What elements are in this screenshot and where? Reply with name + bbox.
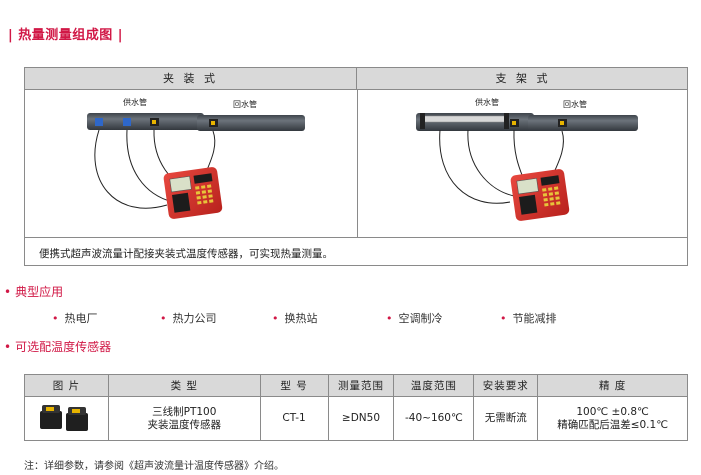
- footnote: 注：详细参数，请参阅《超声波流量计温度传感器》介绍。: [24, 461, 284, 472]
- column-header: 测量范围: [327, 374, 395, 397]
- bullet-dot-icon: •: [160, 312, 167, 325]
- diagram-header: 夹 装 式 支 架 式: [25, 68, 687, 90]
- sensor-photo: [40, 404, 89, 431]
- sensors-heading: •可选配温度传感器: [4, 340, 112, 354]
- sensor-range-cell: ≥DN50: [327, 396, 395, 441]
- diagram-caption: 便携式超声波流量计配接夹装式温度传感器，可实现热量测量。: [39, 248, 333, 260]
- bullet-dot-icon: •: [500, 312, 507, 325]
- clamp-illustration: [87, 113, 305, 219]
- sensor-temp-cell: -40~160℃: [393, 396, 475, 441]
- diagram-panel: 夹 装 式 支 架 式: [24, 67, 688, 266]
- column-header: 类 型: [107, 374, 261, 397]
- sensor-image-cell: [24, 396, 109, 441]
- blue-sensor: [123, 118, 131, 126]
- bullet-dot-icon: •: [52, 312, 59, 325]
- blue-sensor: [95, 118, 103, 126]
- column-header: 图 片: [24, 374, 109, 397]
- return-pipe-label: 回水管: [233, 100, 257, 109]
- bracket-illustration: [416, 113, 638, 221]
- sensor-table: 图 片 类 型 型 号 测量范围 温度范围 安装要求 精 度: [24, 374, 688, 441]
- bullet-dot-icon: •: [4, 285, 12, 299]
- bullet-dot-icon: •: [4, 340, 12, 354]
- application-item: •热电厂: [52, 312, 98, 325]
- application-item: •热力公司: [160, 312, 217, 325]
- table-header-row: 图 片 类 型 型 号 测量范围 温度范围 安装要求 精 度: [24, 374, 688, 397]
- table-row: 三线制PT100 夹装温度传感器 CT-1 ≥DN50 -40~160℃ 无需断…: [24, 396, 688, 441]
- sensor-accuracy-cell: 100℃ ±0.8℃ 精确匹配后温差≤0.1℃: [537, 396, 688, 441]
- portable-flowmeter: [510, 169, 570, 221]
- diagram-body: 供水管 回水管: [25, 90, 687, 238]
- supply-pipe-label: 供水管: [475, 98, 499, 107]
- column-header: 温度范围: [393, 374, 475, 397]
- sensor-model-cell: CT-1: [259, 396, 329, 441]
- sensor-install-cell: 无需断流: [473, 396, 539, 441]
- application-item: •换热站: [272, 312, 318, 325]
- bullet-dot-icon: •: [272, 312, 279, 325]
- column-header: 安装要求: [473, 374, 539, 397]
- bracket-rail: [421, 115, 507, 123]
- application-item: •节能减排: [500, 312, 557, 325]
- application-item: •空调制冷: [386, 312, 443, 325]
- column-header: 精 度: [537, 374, 688, 397]
- diagram-divider: [357, 90, 358, 238]
- section-title: | 热量测量组成图 |: [8, 28, 124, 43]
- return-pipe-label: 回水管: [563, 100, 587, 109]
- applications-heading: •典型应用: [4, 285, 64, 299]
- return-pipe: [528, 115, 638, 131]
- supply-pipe-label: 供水管: [123, 98, 147, 107]
- column-header: 型 号: [259, 374, 329, 397]
- bullet-dot-icon: •: [386, 312, 393, 325]
- sensor-type-cell: 三线制PT100 夹装温度传感器: [107, 396, 261, 441]
- supply-pipe: [87, 113, 204, 130]
- column-clamp-type: 夹 装 式: [25, 68, 357, 90]
- column-bracket-type: 支 架 式: [495, 72, 551, 85]
- return-pipe: [197, 115, 305, 131]
- portable-flowmeter: [163, 167, 223, 219]
